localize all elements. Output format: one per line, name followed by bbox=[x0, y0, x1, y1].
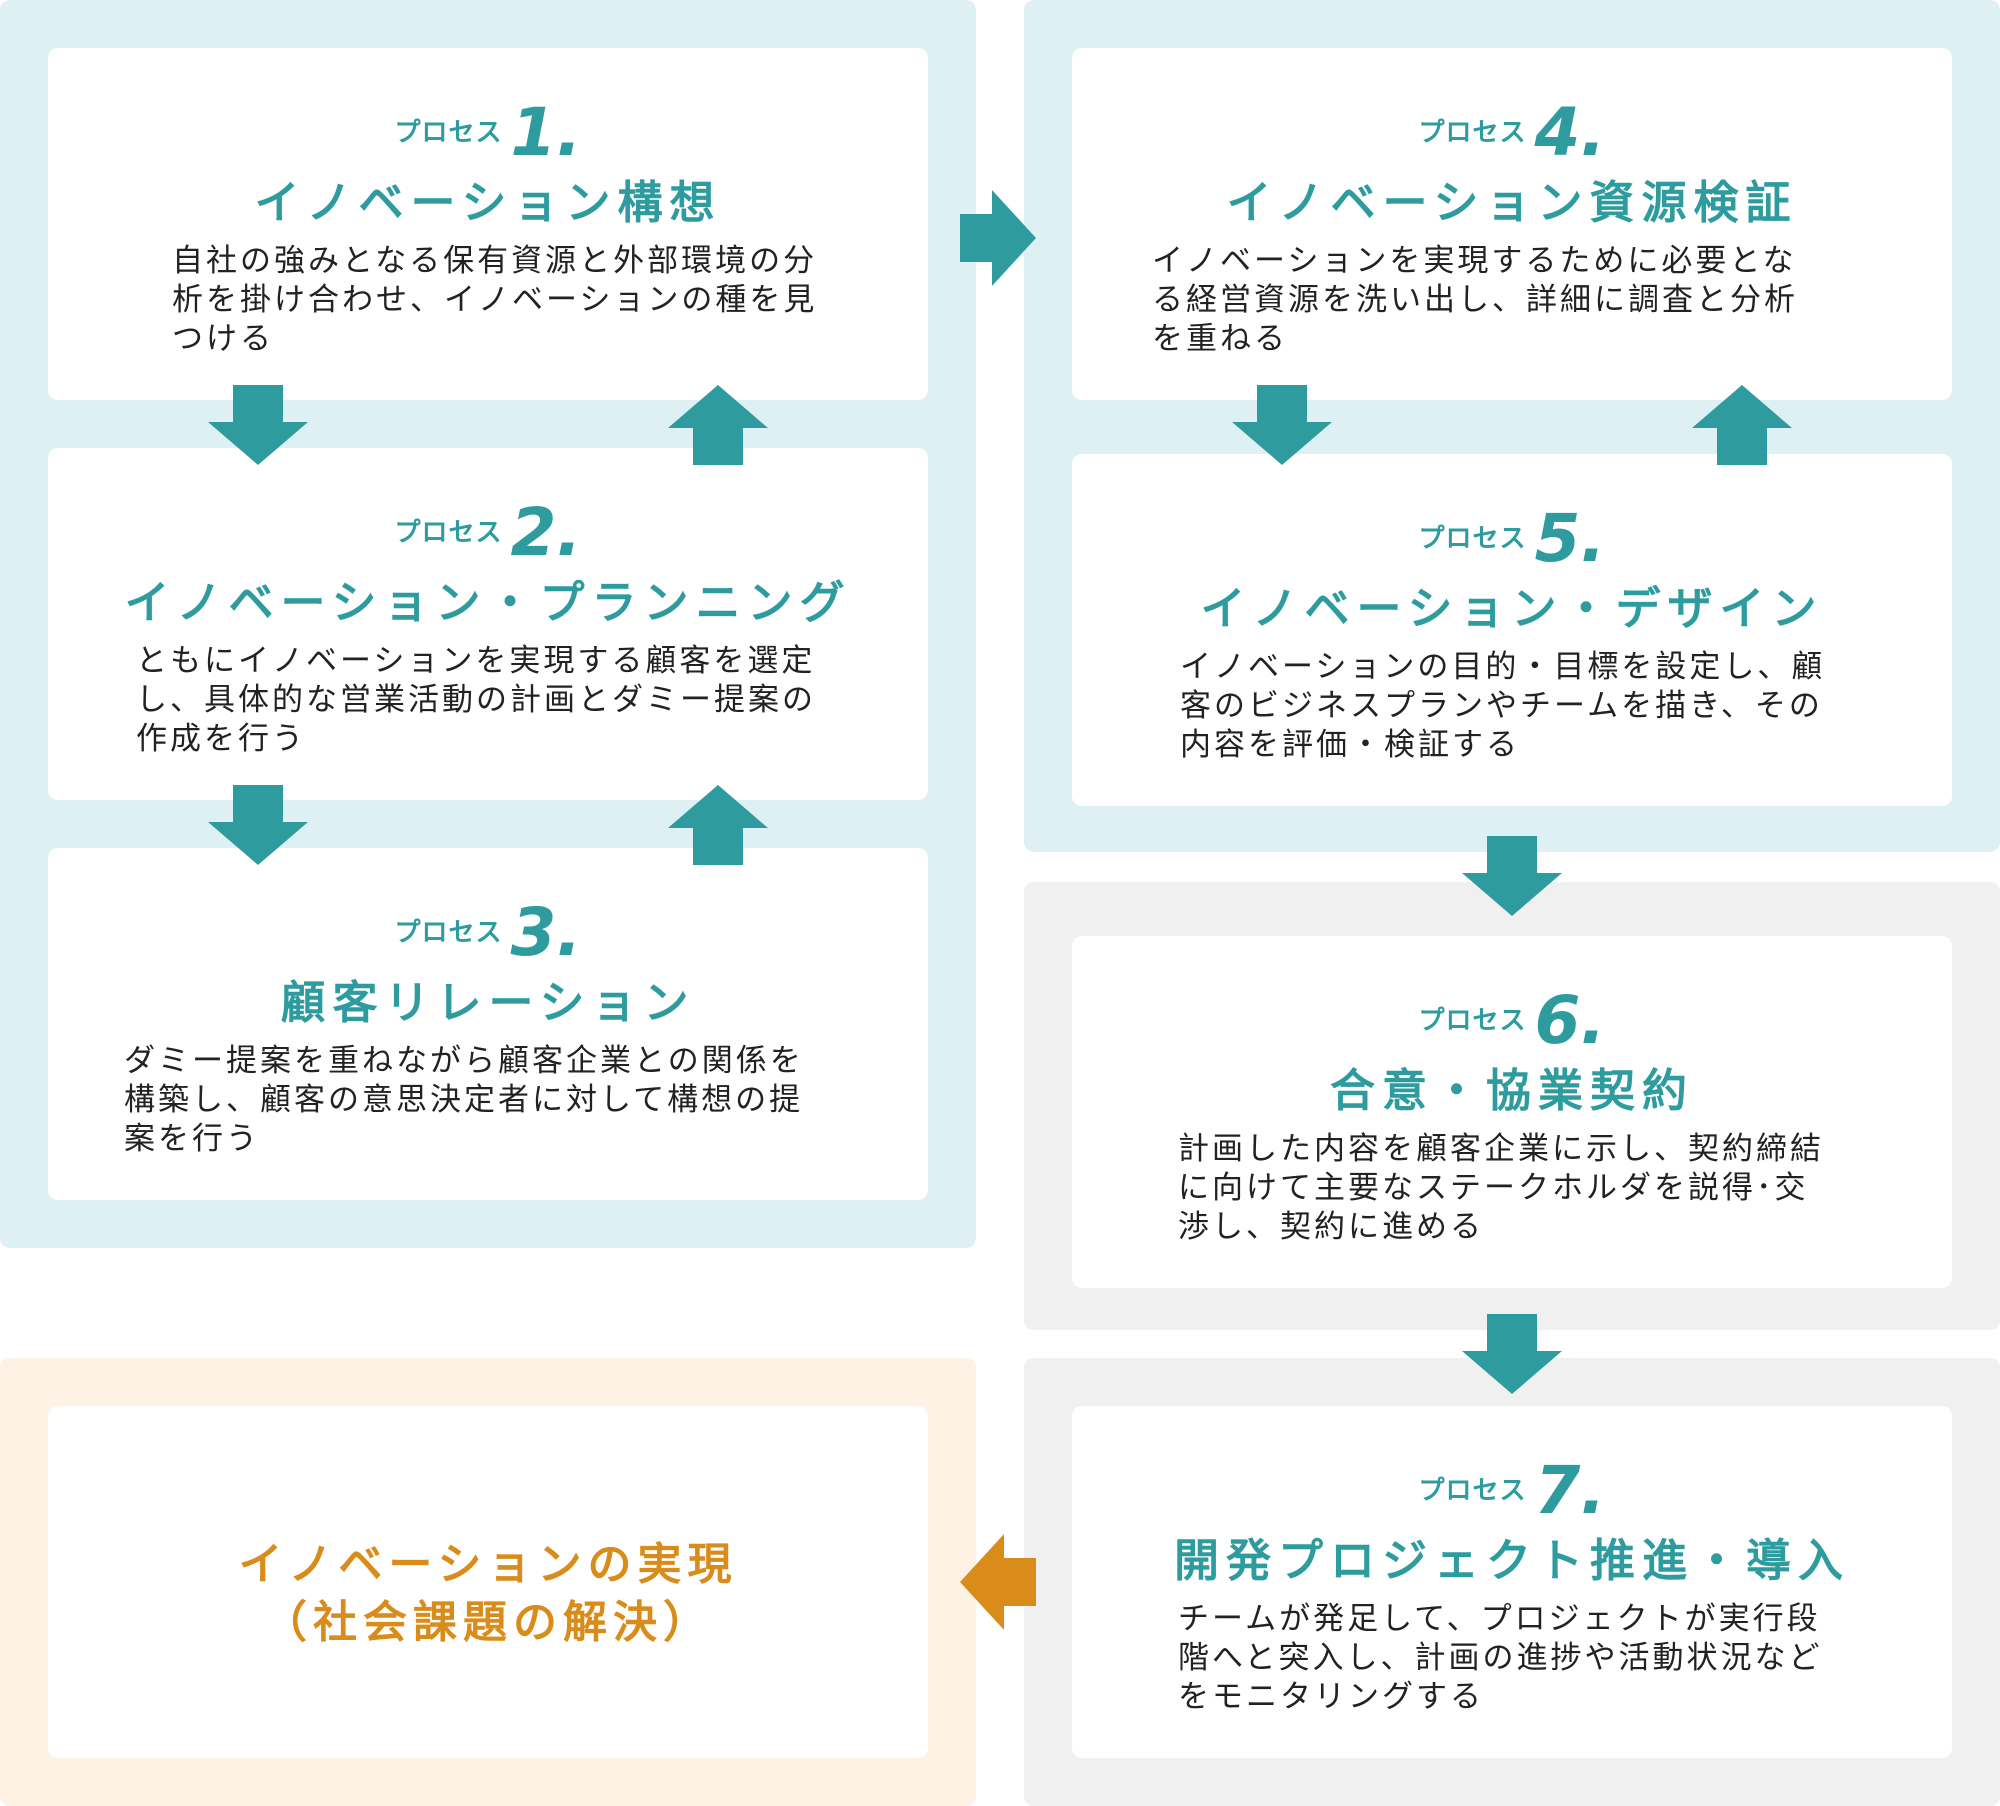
step-number: 4. bbox=[1534, 94, 1606, 171]
step-title: 開発プロジェクト推進・導入 bbox=[1173, 1534, 1850, 1587]
step-number: 5. bbox=[1534, 500, 1606, 577]
goal-title: イノベーションの実現 bbox=[238, 1539, 738, 1590]
step-description: イノベーションを実現するために必要とな る経営資源を洗い出し、詳細に調査と分析 … bbox=[1152, 243, 1798, 357]
step-number: 6. bbox=[1534, 982, 1606, 1059]
step-title: 顧客リレーション bbox=[280, 976, 696, 1029]
arrow-left-icon bbox=[960, 1534, 1036, 1630]
step-description: 計画した内容を顧客企業に示し、契約締結 に向けて主要なステークホルダを説得･交 … bbox=[1178, 1131, 1824, 1245]
step-title: 合意・協業契約 bbox=[1329, 1064, 1694, 1117]
step-title: イノベーション構想 bbox=[254, 176, 722, 229]
step-description: ともにイノベーションを実現する顧客を選定 し、具体的な営業活動の計画とダミー提案… bbox=[136, 643, 816, 757]
arrow-up-icon bbox=[1692, 385, 1792, 465]
step-description: チームが発足して、プロジェクトが実行段 階へと突入し、計画の進捗や活動状況など … bbox=[1178, 1601, 1823, 1715]
step-number: 7. bbox=[1534, 1452, 1606, 1529]
arrow-down-icon bbox=[1462, 1314, 1562, 1394]
step-number: 1. bbox=[510, 94, 582, 171]
goal-text: イノベーションの実現 （社会課題の解決） bbox=[48, 1536, 928, 1652]
process-label: プロセス bbox=[394, 918, 503, 948]
process-label: プロセス bbox=[394, 518, 503, 548]
process-label: プロセス bbox=[1418, 1476, 1527, 1506]
arrow-up-icon bbox=[668, 385, 768, 465]
arrow-down-icon bbox=[1232, 385, 1332, 465]
arrow-down-icon bbox=[208, 385, 308, 465]
step-title: イノベーション資源検証 bbox=[1226, 176, 1798, 229]
step-description: 自社の強みとなる保有資源と外部環境の分 析を掛け合わせ、イノベーションの種を見 … bbox=[172, 243, 818, 357]
step-number: 2. bbox=[510, 494, 582, 571]
step-title: イノベーション・プランニング bbox=[124, 576, 852, 629]
process-label: プロセス bbox=[394, 118, 503, 148]
arrow-up-icon bbox=[668, 785, 768, 865]
process-label: プロセス bbox=[1418, 1006, 1527, 1036]
step-description: イノベーションの目的・目標を設定し、顧 客のビジネスプランやチームを描き、その … bbox=[1180, 649, 1826, 763]
step-title: イノベーション・デザイン bbox=[1200, 582, 1824, 635]
arrow-right-icon bbox=[960, 190, 1036, 286]
process-label: プロセス bbox=[1418, 118, 1527, 148]
arrow-down-icon bbox=[208, 785, 308, 865]
arrow-down-icon bbox=[1462, 836, 1562, 916]
step-number: 3. bbox=[510, 894, 582, 971]
process-label: プロセス bbox=[1418, 524, 1527, 554]
goal-subtitle: （社会課題の解決） bbox=[263, 1597, 713, 1648]
step-description: ダミー提案を重ねながら顧客企業との関係を 構築し、顧客の意思決定者に対して構想の… bbox=[124, 1043, 804, 1157]
goal-card: イノベーションの実現 （社会課題の解決） bbox=[48, 1406, 928, 1758]
